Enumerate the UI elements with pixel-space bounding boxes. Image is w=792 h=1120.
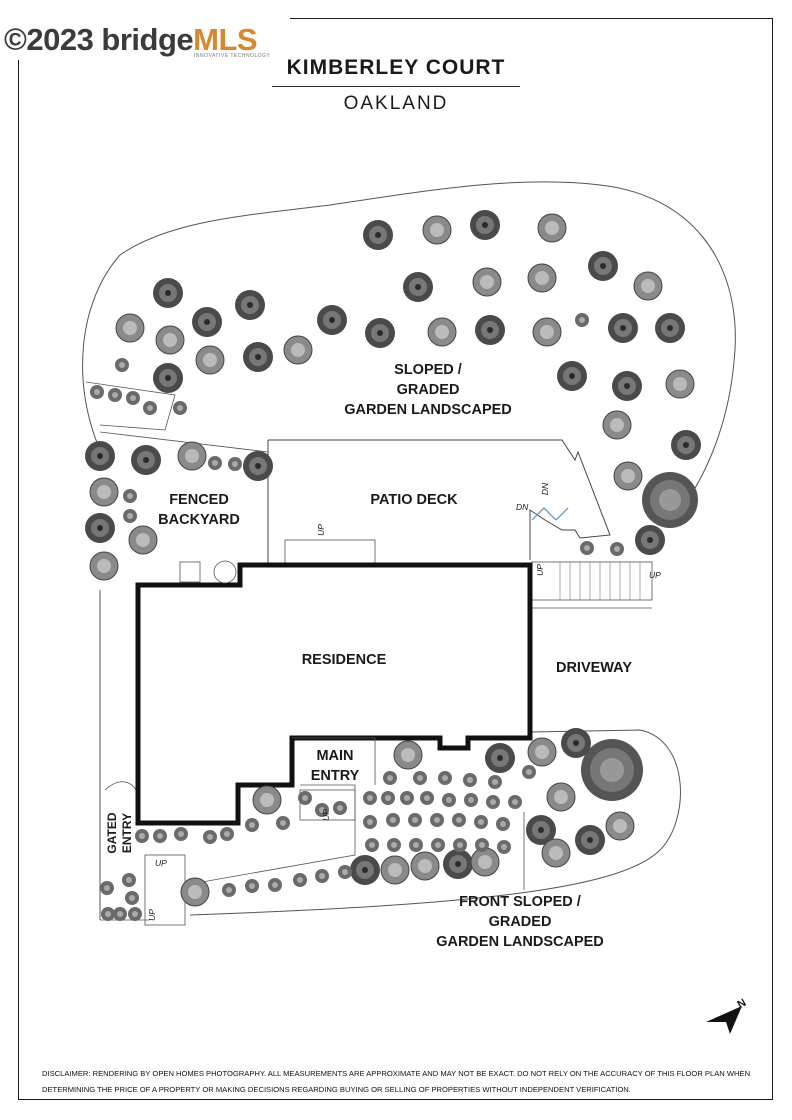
stair-dn-deck-left: DN [516, 502, 529, 512]
residence-outline [135, 562, 533, 826]
deck-stair-left [531, 507, 557, 521]
water-heater [213, 560, 237, 584]
label-residence: RESIDENCE [301, 652, 387, 668]
label-front-garden: FRONT SLOPED / GRADED GARDEN LANDSCAPED [436, 894, 604, 950]
upper-garden-boundary [82, 181, 736, 526]
driveway-stairs [531, 561, 653, 601]
stair-up-side-lower: UP [146, 909, 157, 921]
front-trees [100, 728, 643, 921]
watermark-text: ©2023 bridgeMLS [4, 22, 258, 57]
stair-up-patio: UP [315, 524, 326, 536]
gate-arc [104, 781, 137, 791]
title-divider [272, 86, 520, 87]
north-arrow-icon [706, 1006, 742, 1034]
label-fenced-backyard: FENCED BACKYARD [158, 492, 240, 528]
upper-garden-inner-edge [85, 381, 176, 431]
front-garden-boundary [189, 729, 681, 916]
ac-unit [179, 561, 201, 583]
stair-up-driveway-right: UP [649, 570, 661, 580]
patio-step [284, 539, 376, 566]
disclaimer: Disclaimer: Rendering by Open Homes Phot… [42, 1069, 751, 1094]
backyard-fence-line [99, 431, 269, 453]
stair-up-entry: UP [320, 809, 331, 821]
label-sloped-garden: SLOPED / GRADED GARDEN LANDSCAPED [344, 362, 512, 418]
stair-dn-deck: DN [540, 482, 551, 496]
label-gated-entry: GATED ENTRY [105, 812, 134, 854]
stair-up-driveway: UP [534, 564, 545, 576]
deck-stair-right [555, 507, 569, 521]
watermark-tagline: INNOVATIVE TECHNOLOGY [194, 53, 271, 59]
page-title: KIMBERLEY COURT [286, 56, 506, 79]
entry-steps [299, 789, 356, 821]
patio-deck-outline [268, 439, 611, 560]
label-main-entry: MAIN ENTRY [310, 748, 360, 784]
stair-up-side: UP [155, 858, 167, 868]
label-driveway: DRIVEWAY [555, 660, 632, 676]
page-subtitle: OAKLAND [343, 93, 449, 114]
label-patio-deck: PATIO DECK [370, 492, 458, 508]
upper-trees [85, 210, 701, 581]
main-entry-box [292, 737, 376, 785]
watermark: ©2023 bridgeMLS INNOVATIVE TECHNOLOGY [0, 0, 290, 60]
